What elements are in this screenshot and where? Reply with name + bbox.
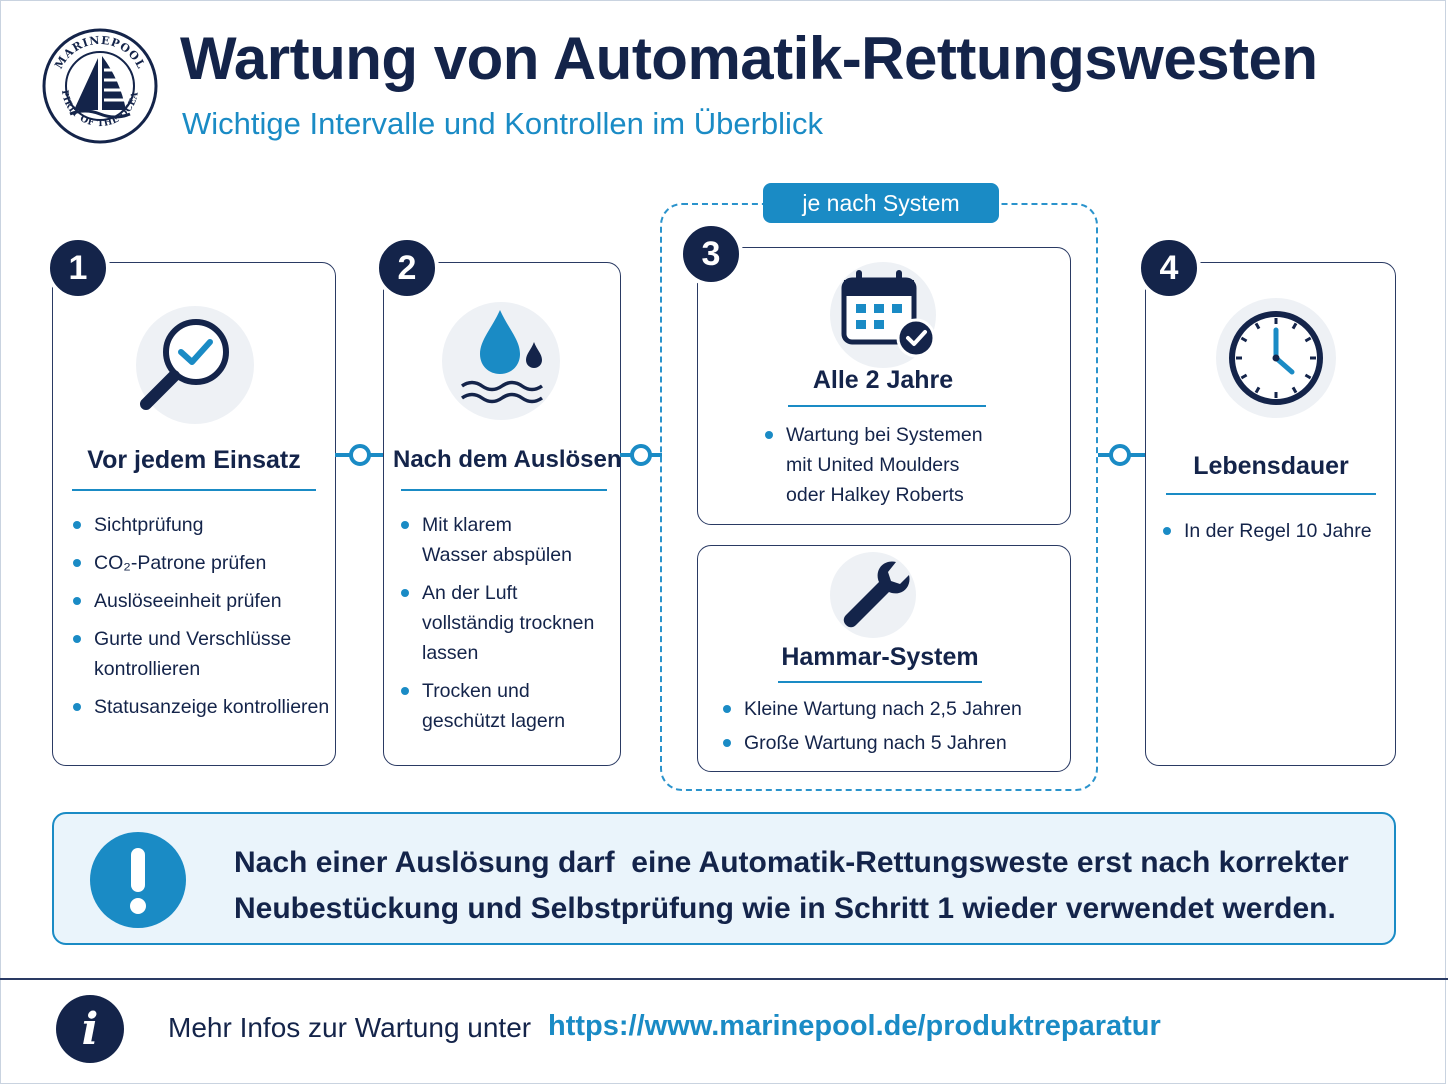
page-subtitle: Wichtige Intervalle und Kontrollen im Üb… xyxy=(182,106,823,141)
magnifier-check-icon xyxy=(140,319,229,410)
notice-line-2: Neubestückung und Selbstprüfung wie in S… xyxy=(234,892,1336,925)
wrench-icon xyxy=(843,561,910,628)
connector-2-3 xyxy=(620,444,662,466)
step-1-list: Sichtprüfung CO₂-Patrone prüfen Auslösee… xyxy=(72,510,332,730)
step-4-list: In der Regel 10 Jahre xyxy=(1162,516,1390,554)
list-item: Auslöseeinheit prüfen xyxy=(72,586,332,616)
list-item: Sichtprüfung xyxy=(72,510,332,540)
notice-line-1: Nach einer Auslösung darf eine Automatik… xyxy=(234,846,1349,879)
connector-1-2 xyxy=(335,444,385,466)
list-item: Statusanzeige kontrollieren xyxy=(72,692,332,722)
step-3b-rule xyxy=(778,681,982,683)
list-item: Kleine Wartung nach 2,5 Jahren xyxy=(722,694,1062,724)
notice-box xyxy=(52,812,1396,945)
calendar-check-icon xyxy=(841,270,936,358)
step-2-rule xyxy=(401,489,607,491)
footer-divider xyxy=(0,978,1448,980)
marinepool-logo: MARINEPOOL SPIRIT OF THE OCEAN xyxy=(40,26,158,144)
notice-text: Nach einer Auslösung darf eine Automatik… xyxy=(234,840,1349,932)
connector-3-4 xyxy=(1098,444,1146,466)
list-item: Große Wartung nach 5 Jahren xyxy=(722,728,1062,758)
list-item: In der Regel 10 Jahre xyxy=(1162,516,1390,546)
step-1-number: 1 xyxy=(46,236,110,300)
step-2-card xyxy=(383,262,621,766)
step-3a-list: Wartung bei Systemen mit United Moulders… xyxy=(764,420,996,518)
clock-icon xyxy=(1229,311,1323,405)
step-3a-title: Alle 2 Jahre xyxy=(812,366,954,394)
footer-label: Mehr Infos zur Wartung unter xyxy=(168,1012,532,1043)
step-4-number: 4 xyxy=(1137,236,1201,300)
list-item: Wartung bei Systemen mit United Moulders… xyxy=(764,420,996,510)
list-item: Mit klarem Wasser abspülen xyxy=(400,510,582,570)
step-4-rule xyxy=(1166,493,1376,495)
step-1-rule xyxy=(72,489,316,491)
list-item: An der Luft vollständig trocknen lassen xyxy=(400,578,610,668)
footer-link[interactable]: https://www.marinepool.de/produktreparat… xyxy=(548,1010,1161,1042)
step-3b-list: Kleine Wartung nach 2,5 Jahren Große War… xyxy=(722,694,1062,766)
step-4-title: Lebensdauer xyxy=(1193,452,1349,480)
list-item: Trocken und geschützt lagern xyxy=(400,676,610,736)
step-3-number: 3 xyxy=(679,222,743,286)
step-2-title: Nach dem Auslösen xyxy=(393,446,622,473)
list-item: Gurte und Verschlüsse kontrollieren xyxy=(72,624,304,684)
step-3-group-label: je nach System xyxy=(763,183,999,223)
step-3a-rule xyxy=(788,405,986,407)
step-2-number: 2 xyxy=(375,236,439,300)
exclamation-icon xyxy=(90,832,186,928)
step-1-title: Vor jedem Einsatz xyxy=(87,446,301,474)
step-3b-title: Hammar-System xyxy=(781,643,979,671)
water-drop-icon xyxy=(460,310,544,404)
step-2-list: Mit klarem Wasser abspülen An der Luft v… xyxy=(400,510,610,744)
list-item: CO₂-Patrone prüfen xyxy=(72,548,332,578)
info-icon: i xyxy=(56,995,124,1063)
page-title: Wartung von Automatik-Rettungswesten xyxy=(180,25,1318,92)
